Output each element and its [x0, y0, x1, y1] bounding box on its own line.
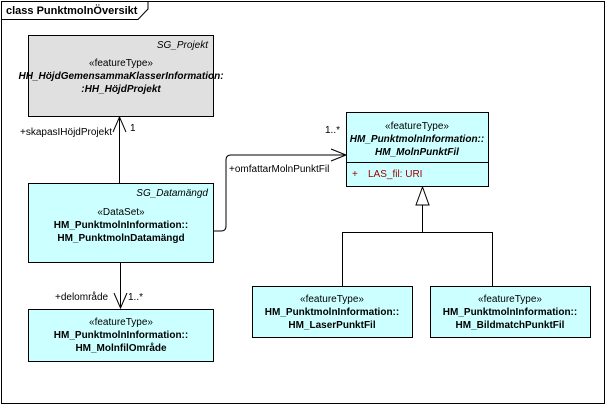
stereotype: «featureType»	[385, 121, 449, 132]
stereotype: «featureType»	[478, 294, 542, 305]
stereotype: «featureType»	[300, 294, 364, 305]
generalization-triangle-icon	[415, 185, 430, 206]
class-hh-hojdprojekt[interactable]: SG_Projekt «featureType» HH_HöjdGemensam…	[18, 35, 224, 117]
open-arrow-icon	[113, 292, 128, 310]
class-name-line1: HM_PunktmolnInformation::	[54, 220, 188, 231]
class-hm-molnfilomrade[interactable]: «featureType» HM_PunktmolnInformation:: …	[28, 309, 214, 362]
association-molnpunktfil[interactable]	[213, 148, 348, 232]
class-name-line2: HM_MolnPunktFil	[375, 147, 459, 158]
class-name-line2: HM_BildmatchPunktFil	[456, 320, 565, 331]
class-name-line2: HM_LaserPunktFil	[288, 320, 375, 331]
class-name-line2: HM_PunktmolnDatamängd	[57, 233, 184, 244]
multiplicity-projekt: 1	[130, 123, 136, 134]
role-skapas: +skapasIHöjdProjekt	[20, 127, 112, 138]
class-tag: SG_Datamängd	[136, 188, 208, 199]
multiplicity-molnpunktfil: 1..*	[325, 125, 340, 136]
role-delomrade: +delområde	[55, 291, 109, 303]
role-omfattar: +omfattarMolnPunktFil	[229, 164, 329, 175]
association-delomrade[interactable]	[113, 262, 128, 310]
class-name-line1: HM_PunktmolnInformation::	[443, 307, 577, 318]
multiplicity-delomrade: 1..*	[128, 292, 143, 303]
class-name-line1: HM_PunktmolnInformation::	[265, 307, 399, 318]
class-hm-bildmatchpunktfil[interactable]: «featureType» HM_PunktmolnInformation:: …	[430, 286, 591, 338]
stereotype: «featureType»	[89, 58, 153, 69]
class-name-line2: HM_MolnfilOmråde	[75, 342, 167, 354]
stereotype: «featureType»	[89, 317, 153, 328]
association-projekt[interactable]	[112, 115, 127, 183]
diagram-title: class PunktmolnÖversikt	[6, 4, 138, 17]
class-tag: SG_Projekt	[157, 40, 209, 51]
class-hm-laserpunktfil[interactable]: «featureType» HM_PunktmolnInformation:: …	[252, 286, 413, 338]
frame-title-tab	[1, 1, 149, 20]
generalization[interactable]	[342, 185, 493, 286]
class-name-line2: :HH_HöjdProjekt	[81, 84, 161, 95]
class-hm-punktmolndatamangd[interactable]: SG_Datamängd «DataSet» HM_PunktmolnInfor…	[28, 183, 214, 263]
class-name-line1: HM_PunktmolnInformation::	[350, 134, 484, 145]
class-hm-molnpunktfil[interactable]: «featureType» HM_PunktmolnInformation:: …	[346, 112, 489, 187]
stereotype: «DataSet»	[97, 207, 145, 218]
class-name-line1: HH_HöjdGemensammaKlasserInformation:	[18, 71, 223, 82]
attribute-visibility: +	[352, 169, 358, 180]
class-name-line1: HM_PunktmolnInformation::	[54, 330, 188, 341]
attribute-las-fil: LAS_fil: URI	[368, 169, 422, 180]
